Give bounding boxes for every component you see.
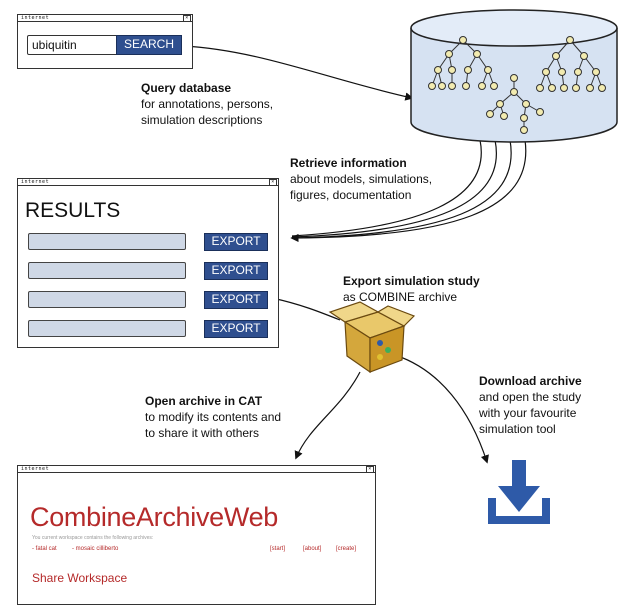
search-input[interactable]: ubiquitin	[27, 35, 121, 55]
step-export-caption: Export simulation study as COMBINE archi…	[343, 273, 480, 305]
step-retrieve-title: Retrieve information	[290, 156, 407, 170]
step-open-title: Open archive in CAT	[145, 394, 263, 408]
model-tree-icon	[428, 36, 498, 90]
step-open-line: to modify its contents and	[145, 410, 282, 424]
export-button[interactable]: EXPORT	[204, 262, 268, 280]
step-query-title: Query database	[141, 81, 232, 95]
arrow-retrieve-bundle	[290, 139, 527, 243]
archive-link[interactable]: - fatal cat	[32, 546, 57, 552]
window-titlebar: internet ×	[18, 466, 375, 473]
archive-link[interactable]: - mosaic cilliberto	[72, 546, 119, 552]
step-retrieve-line: about models, simulations,	[290, 172, 433, 186]
export-button[interactable]: EXPORT	[204, 291, 268, 309]
close-icon[interactable]: ×	[183, 15, 191, 22]
nav-start[interactable]: [start]	[270, 546, 286, 552]
model-tree-icon	[486, 74, 544, 134]
export-button[interactable]: EXPORT	[204, 320, 268, 338]
nav-create[interactable]: [create]	[336, 546, 357, 552]
cat-window: internet × CombineArchiveWeb You current…	[17, 465, 376, 605]
step-open-line: to share it with others	[145, 426, 260, 440]
arrow-download	[394, 354, 489, 464]
step-query-line: simulation descriptions	[141, 113, 263, 127]
window-title: internet	[21, 179, 50, 185]
step-export-title: Export simulation study	[343, 274, 480, 288]
arrow-open-cat	[294, 371, 361, 460]
step-query-line: for annotations, persons,	[141, 97, 274, 111]
archive-box-icon	[328, 301, 416, 374]
window-title: internet	[21, 15, 50, 21]
export-button[interactable]: EXPORT	[204, 233, 268, 251]
result-field	[28, 233, 186, 250]
window-titlebar: internet ×	[18, 15, 192, 22]
step-download-title: Download archive	[479, 374, 582, 388]
workspace-subtitle: You current workspace contains the follo…	[32, 535, 154, 541]
search-window: internet × ubiquitin SEARCH	[17, 14, 193, 69]
connector-layer	[182, 9, 618, 524]
nav-about[interactable]: [about]	[303, 546, 322, 552]
results-window: internet × RESULTS EXPORT EXPORT EXPORT …	[17, 178, 279, 348]
result-field	[28, 291, 186, 308]
arrow-query-database	[182, 45, 414, 101]
step-query-caption: Query database for annotations, persons,…	[141, 80, 273, 128]
close-icon[interactable]: ×	[366, 466, 374, 473]
step-export-line: as COMBINE archive	[343, 290, 458, 304]
step-open-caption: Open archive in CAT to modify its conten…	[145, 393, 281, 441]
results-heading: RESULTS	[25, 199, 121, 222]
close-icon[interactable]: ×	[269, 179, 277, 186]
download-icon	[488, 460, 550, 524]
step-download-line: simulation tool	[479, 422, 556, 436]
window-titlebar: internet ×	[18, 179, 278, 186]
step-download-line: with your favourite	[479, 406, 577, 420]
app-title: CombineArchiveWeb	[30, 502, 279, 532]
step-download-line: and open the study	[479, 390, 582, 404]
step-retrieve-line: figures, documentation	[290, 188, 412, 202]
step-retrieve-caption: Retrieve information about models, simul…	[290, 155, 432, 203]
model-tree-icon	[536, 36, 606, 92]
search-button[interactable]: SEARCH	[116, 35, 182, 55]
result-field	[28, 262, 186, 279]
result-field	[28, 320, 186, 337]
arrow-export-archive	[271, 297, 341, 321]
window-title: internet	[21, 466, 50, 472]
step-download-caption: Download archive and open the study with…	[479, 373, 582, 437]
section-heading: Share Workspace	[32, 571, 128, 585]
